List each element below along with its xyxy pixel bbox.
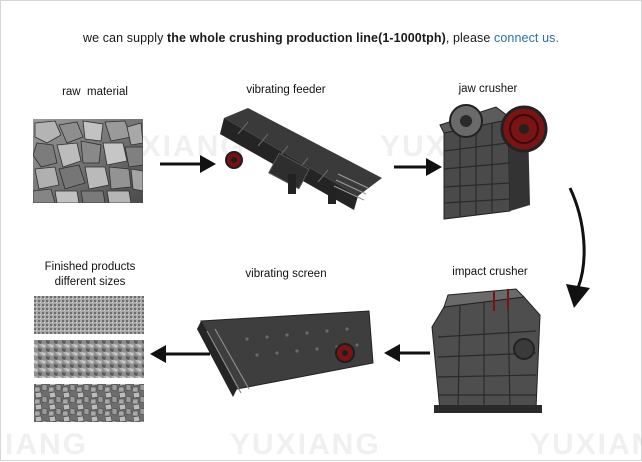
label-vibrating-screen: vibrating screen (245, 268, 327, 280)
connect-us-link[interactable]: connect us. (494, 31, 560, 45)
label-impact-crusher: impact crusher (452, 266, 528, 278)
arrow-screen-to-finished (150, 345, 210, 363)
label-jaw-crusher: jaw crusher (458, 83, 518, 95)
arrow-impact-to-screen (384, 344, 430, 362)
label-different-sizes: different sizes (54, 276, 126, 288)
arrow-feeder-to-jaw (394, 158, 442, 176)
finished-products-image (34, 296, 144, 422)
headline-prefix: we can supply (82, 31, 168, 45)
jaw-crusher-image (439, 104, 548, 220)
raw-material-image (33, 119, 143, 203)
label-finished-products: Finished products (44, 261, 136, 273)
vibrating-feeder-image (220, 108, 382, 210)
vibrating-screen-image (197, 310, 374, 397)
headline: we can supply the whole crushing product… (0, 31, 642, 45)
arrow-raw-to-feeder (160, 155, 216, 173)
headline-middle: , please (445, 31, 495, 45)
label-vibrating-feeder: vibrating feeder (246, 84, 326, 96)
arrow-jaw-to-impact (566, 187, 590, 308)
impact-crusher-image (431, 288, 542, 413)
headline-bold: the whole crushing production line(1-100… (167, 31, 446, 45)
label-raw-material: raw material (62, 86, 128, 98)
